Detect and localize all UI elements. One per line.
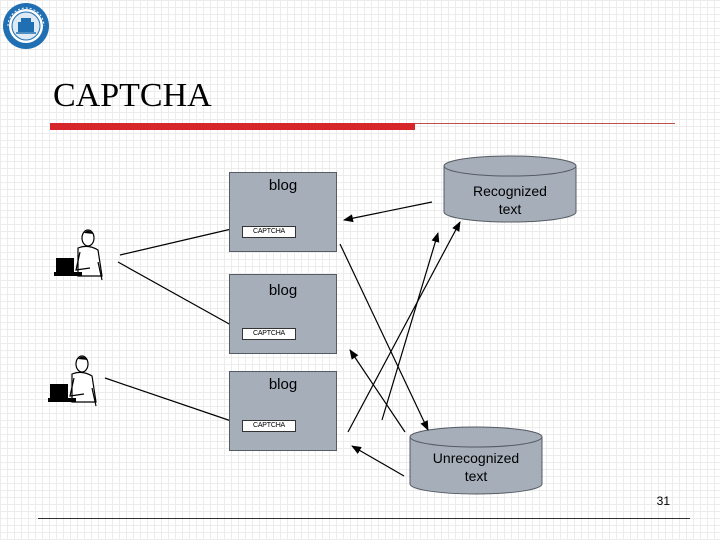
page-number: 31 [656, 494, 670, 508]
title-underline-thin [415, 123, 675, 124]
title-underline [50, 123, 415, 130]
db-label-line: text [498, 201, 522, 217]
page-title: CAPTCHA [53, 77, 212, 114]
blog-box-2: blog CAPTCHA [229, 274, 337, 354]
recognized-text-database [443, 155, 577, 223]
arrow-unrecognized-to-blog3 [351, 445, 405, 477]
arrow-unrecognized-to-recognized [347, 221, 461, 433]
arrow-unrecognized-to-blog2 [349, 349, 406, 433]
arrow-recognized-to-blog1 [343, 201, 433, 223]
person-at-computer-icon [48, 355, 97, 407]
captcha-field[interactable]: CAPTCHA [242, 420, 296, 432]
blog-box-1: blog CAPTCHA [229, 172, 337, 252]
db-label-line: text [464, 468, 488, 484]
blog-box-3: blog CAPTCHA [229, 371, 337, 451]
recognized-text-label: Recognized text [444, 182, 576, 218]
arrow-person1-to-blog2 [117, 261, 241, 331]
blog-label: blog [268, 282, 298, 299]
university-seal-icon [3, 3, 49, 49]
footer-rule [38, 518, 690, 519]
person-at-computer-icon [54, 229, 103, 281]
arrow-person2-to-blog3 [104, 377, 241, 425]
blog-label: blog [268, 177, 298, 194]
arrow-blog2-to-recognized [381, 232, 440, 421]
unrecognized-text-database [409, 426, 543, 495]
db-label-line: Recognized [473, 183, 547, 199]
arrow-person1-to-blog1 [119, 225, 241, 256]
arrow-blog1-to-unrecognized [339, 243, 429, 431]
captcha-field[interactable]: CAPTCHA [242, 226, 296, 238]
unrecognized-text-label: Unrecognized text [410, 449, 542, 485]
captcha-field[interactable]: CAPTCHA [242, 328, 296, 340]
blog-label: blog [268, 376, 298, 393]
db-label-line: Unrecognized [432, 450, 520, 466]
